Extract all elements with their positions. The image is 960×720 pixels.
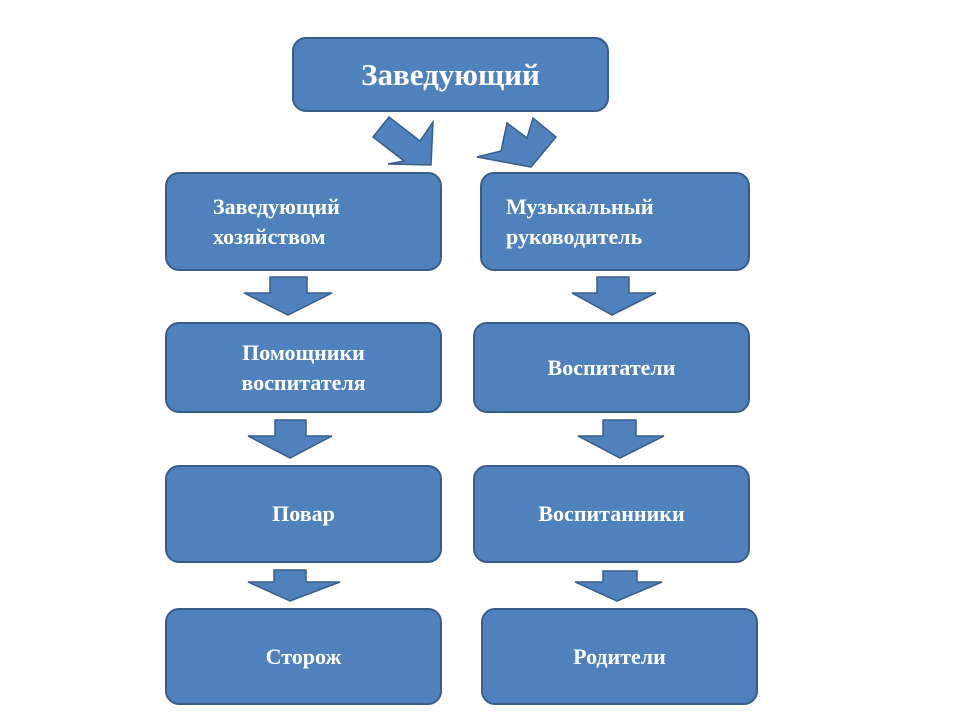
node-watchman: Сторож xyxy=(165,608,442,705)
node-facility-manager-label: Заведующий хозяйством xyxy=(213,193,340,249)
node-parents: Родители xyxy=(481,608,758,705)
node-assistant-teachers: Помощники воспитателя xyxy=(165,322,442,413)
node-assistant-teachers-label: Помощники воспитателя xyxy=(241,339,366,395)
node-teachers: Воспитатели xyxy=(473,322,750,413)
arrow-left-2 xyxy=(247,419,333,459)
node-music-director-label: Музыкальный руководитель xyxy=(506,193,654,249)
node-music-director: Музыкальный руководитель xyxy=(480,172,750,271)
node-cook: Повар xyxy=(165,465,442,563)
node-watchman-label: Сторож xyxy=(265,643,342,669)
node-head: Заведующий xyxy=(292,37,609,112)
arrow-left-3 xyxy=(247,569,341,602)
node-pupils: Воспитанники xyxy=(473,465,750,563)
arrow-right-3 xyxy=(574,570,663,602)
arrow-right-1 xyxy=(571,276,657,316)
arrow-root-to-left xyxy=(371,115,434,166)
node-pupils-label: Воспитанники xyxy=(538,501,685,526)
arrow-left-1 xyxy=(243,276,333,316)
arrow-right-2 xyxy=(577,419,665,459)
node-head-label: Заведующий xyxy=(361,56,540,92)
node-parents-label: Родители xyxy=(573,643,666,669)
node-facility-manager: Заведующий хозяйством xyxy=(165,172,442,271)
node-teachers-label: Воспитатели xyxy=(547,354,676,380)
arrow-root-to-right xyxy=(476,116,558,168)
node-cook-label: Повар xyxy=(272,501,335,526)
